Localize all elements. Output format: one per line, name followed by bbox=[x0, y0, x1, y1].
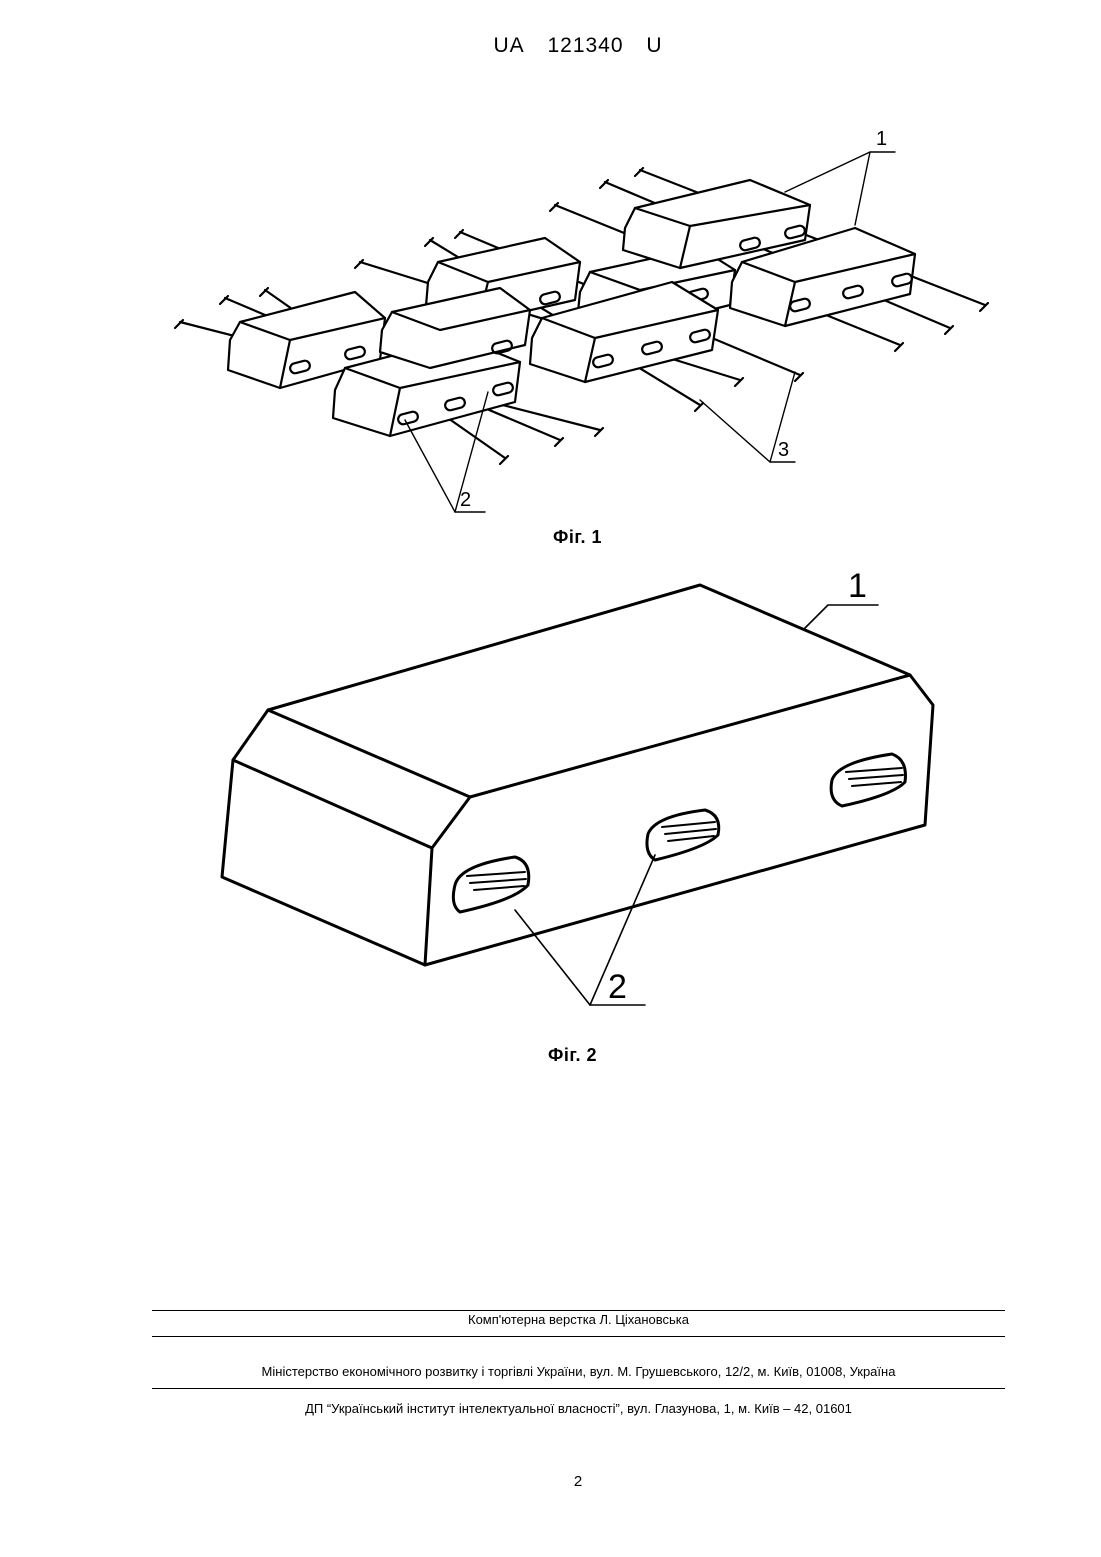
page-number: 2 bbox=[0, 1473, 1101, 1490]
block-outline bbox=[222, 585, 933, 965]
footer-rule-bottom bbox=[152, 1388, 1005, 1389]
footer-institute: ДП “Український інститут інтелектуальної… bbox=[152, 1401, 1005, 1416]
footer-ministry: Міністерство економічного розвитку і тор… bbox=[152, 1364, 1005, 1379]
fig2-label-1: 1 bbox=[848, 567, 867, 605]
figure-2-drawing: 1 2 bbox=[0, 0, 1101, 1040]
figure-2-caption: Фіг. 2 bbox=[548, 1045, 597, 1066]
footer-rule-top bbox=[152, 1310, 1005, 1311]
footer-layout-credit: Комп'ютерна верстка Л. Ціхановська bbox=[152, 1312, 1005, 1327]
footer-rule-middle bbox=[152, 1336, 1005, 1337]
fig2-label-2: 2 bbox=[608, 968, 627, 1006]
